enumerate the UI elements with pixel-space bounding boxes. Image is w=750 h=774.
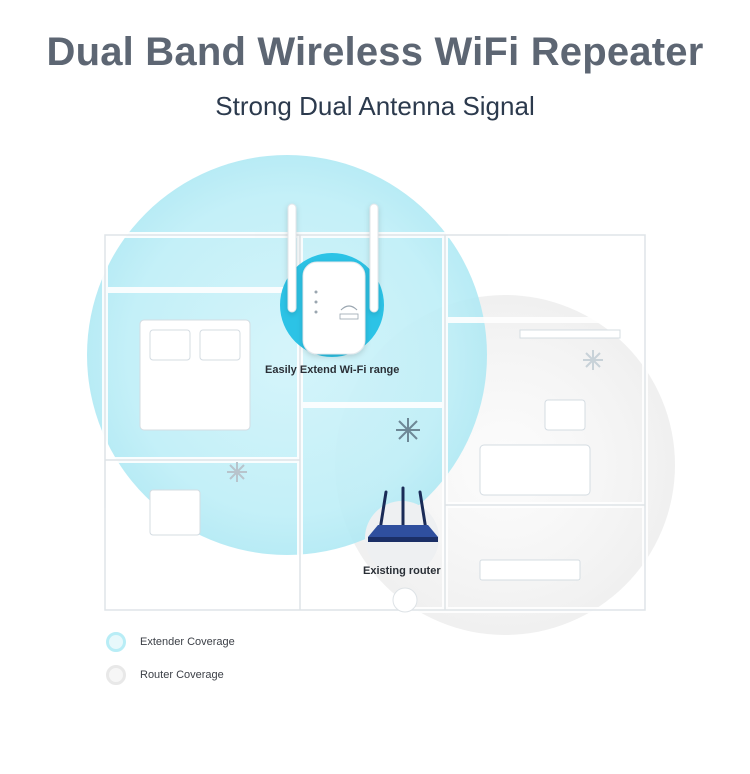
legend-extender-label: Extender Coverage [140,636,235,648]
sofa [479,444,591,496]
repeater-device-icon [287,203,379,355]
desk [149,489,201,536]
page-subtitle: Strong Dual Antenna Signal [215,91,535,121]
furniture [139,319,621,581]
page-title: Dual Band Wireless WiFi Repeater [46,30,704,74]
router-swatch [106,665,126,685]
legend-router-label: Router Coverage [140,669,224,681]
router-callout: Existing router [363,565,441,577]
cabinet [544,399,586,431]
ceiling-fan-icon [583,350,603,370]
router-ceiling-light [392,587,418,613]
floor-plan-lines [104,234,646,611]
extender-coverage-area [87,155,487,555]
router-icon [368,486,438,542]
legend-extender: Extender Coverage [106,630,235,654]
extender-callout: Easily Extend Wi-Fi range [265,364,400,376]
legend-router: Router Coverage [106,663,224,687]
plant-icon [227,462,247,482]
extender-swatch [106,632,126,652]
fan-icon [396,418,420,442]
